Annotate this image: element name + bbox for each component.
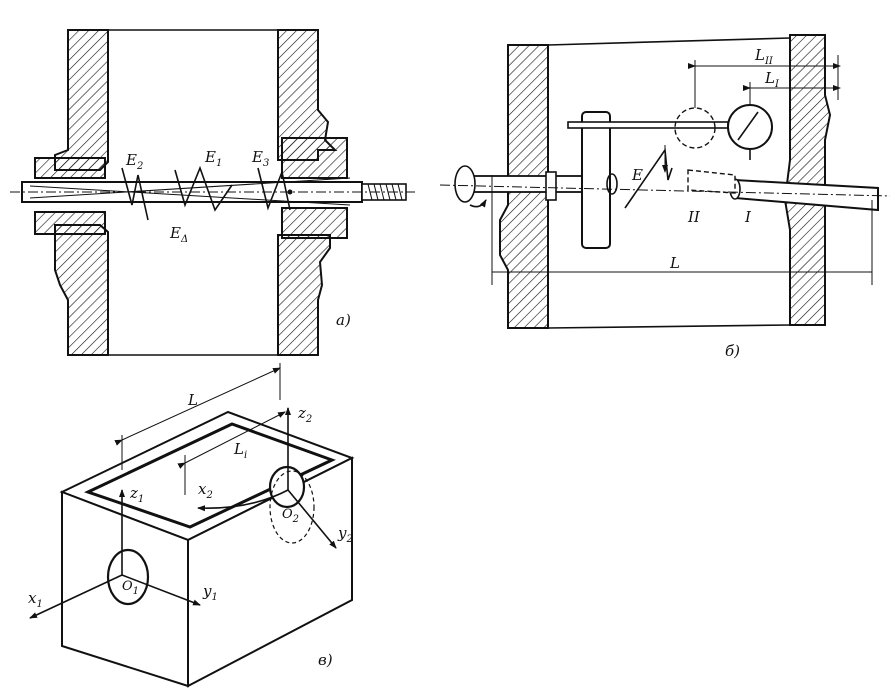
panel-b-label: б) — [725, 342, 740, 360]
svg-text:y1: y1 — [202, 582, 218, 603]
panel-c-y1: y — [202, 582, 212, 600]
panel-c: L Li z2 x2 y2 O2 z1 x1 y1 O1 в) — [28, 363, 355, 688]
svg-text:z2: z2 — [297, 404, 312, 425]
svg-text:z1: z1 — [129, 484, 144, 505]
svg-text:x2: x2 — [198, 480, 213, 501]
panel-a-left-bush — [34, 157, 106, 179]
panel-c-length: L — [187, 391, 198, 409]
svg-text:E1: E1 — [204, 148, 222, 169]
svg-text:LI: LI — [764, 69, 780, 90]
panel-c-o1: O — [122, 579, 133, 594]
panel-b-l1: L — [764, 69, 775, 87]
svg-text:LII: LII — [754, 46, 774, 67]
svg-text:E3: E3 — [251, 148, 269, 169]
panel-b-pos2: II — [687, 208, 701, 226]
panel-a-right-wall-lower — [277, 234, 331, 356]
panel-b-disc — [581, 111, 611, 249]
panel-b-arm — [567, 121, 729, 129]
svg-text:E2: E2 — [125, 151, 143, 172]
panel-a-left-bush-lower — [34, 211, 106, 235]
panel-b-collar — [545, 171, 557, 201]
svg-text:x1: x1 — [28, 589, 43, 610]
panel-a-label: а) — [336, 311, 351, 329]
panel-c-o2: O — [282, 507, 293, 522]
panel-b-error: E — [631, 166, 643, 184]
panel-a-left-wall-lower — [54, 224, 109, 356]
svg-text:O2: O2 — [282, 507, 299, 525]
panel-b-right-wall — [783, 34, 832, 326]
panel-c-hole-2-ghost — [269, 470, 315, 544]
panel-b-dial-ghost — [674, 107, 716, 149]
panel-a-e1: E — [204, 148, 216, 166]
panel-a-right-bush — [281, 137, 348, 179]
panel-b-length: L — [669, 254, 680, 272]
panel-c-x2: x — [198, 480, 207, 498]
svg-text:Li: Li — [233, 440, 247, 461]
panel-a-edelta: E — [169, 224, 181, 242]
panel-b: LII LI E II I L б) — [439, 34, 891, 360]
panel-b-pos1: I — [744, 208, 752, 226]
panel-b-l2: L — [754, 46, 765, 64]
panel-c-li: L — [233, 440, 244, 458]
panel-c-label: в) — [318, 651, 333, 669]
panel-c-x1: x — [28, 589, 37, 607]
panel-c-y2: y — [337, 524, 347, 542]
svg-text:EΔ: EΔ — [169, 224, 188, 245]
panel-a-e3: E — [251, 148, 263, 166]
panel-b-mandrel-2 — [687, 169, 736, 194]
panel-a: E2 E1 E3 EΔ а) — [10, 29, 415, 356]
svg-text:y2: y2 — [337, 524, 353, 545]
panel-c-z2: z — [297, 404, 306, 422]
panel-b-spindle-end — [454, 165, 476, 203]
panel-a-e2: E — [125, 151, 137, 169]
panel-b-dial-indicator — [727, 104, 773, 150]
panel-a-left-wall — [54, 29, 109, 171]
panel-c-hole-2 — [268, 465, 306, 509]
svg-text:O1: O1 — [122, 579, 139, 597]
panel-c-z1: z — [129, 484, 138, 502]
panel-a-right-bush-lower — [281, 207, 348, 239]
